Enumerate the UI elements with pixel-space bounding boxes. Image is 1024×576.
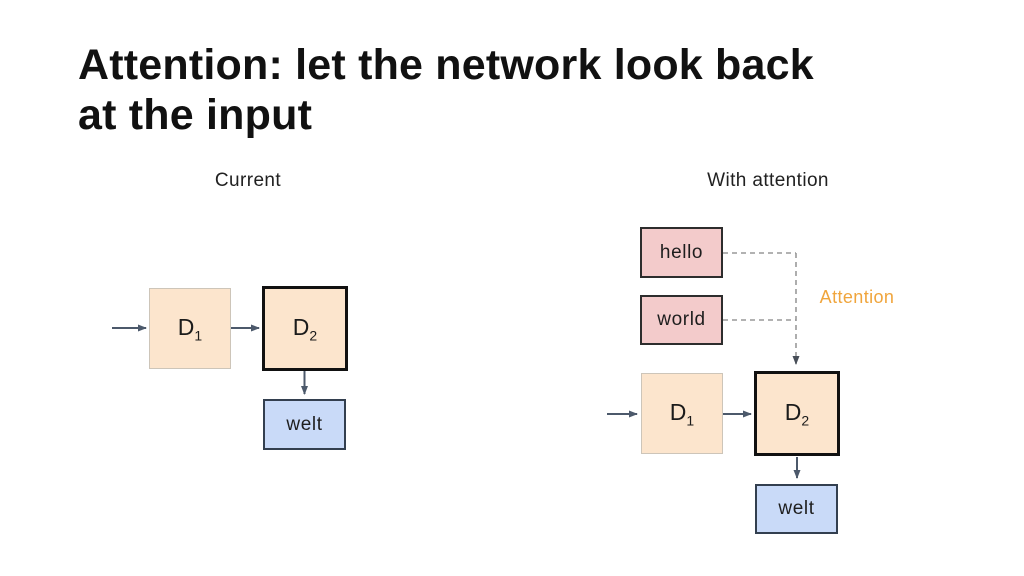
current-d1-box: D1 — [149, 288, 231, 369]
current-d1-label: D1 — [178, 314, 202, 344]
attention-input-hello-box: hello — [640, 227, 723, 278]
attention-d1-base: D — [669, 398, 687, 425]
slide-title-line2: at the input — [78, 91, 313, 139]
current-d1-base: D — [177, 313, 195, 340]
attention-d1-label: D1 — [670, 399, 694, 429]
attention-input-hello-label: hello — [659, 241, 704, 263]
slide-title: Attention: let the network look back at … — [78, 40, 814, 140]
attention-d1-box: D1 — [641, 373, 723, 454]
attention-d2-box: D2 — [754, 371, 840, 456]
current-section-label: Current — [214, 170, 282, 191]
attention-d2-label: D2 — [785, 399, 809, 429]
attention-annotation: Attention — [819, 287, 895, 307]
current-d2-box: D2 — [262, 286, 348, 371]
attention-input-world-label: world — [657, 309, 706, 330]
attention-output-box: welt — [755, 484, 838, 534]
current-d1-sub: 1 — [194, 327, 203, 344]
attention-input-world-box: world — [640, 295, 723, 345]
slide-title-line1: Attention: let the network look back — [78, 41, 814, 89]
current-d2-label: D2 — [293, 314, 317, 344]
attention-d2-base: D — [784, 398, 802, 425]
current-output-box: welt — [263, 399, 346, 450]
current-d2-base: D — [292, 313, 310, 340]
attention-output-label: welt — [778, 498, 815, 519]
current-d2-sub: 2 — [309, 327, 318, 344]
current-output-label: welt — [286, 413, 323, 435]
with-attention-section-label: With attention — [707, 170, 829, 191]
attention-d1-sub: 1 — [686, 412, 695, 429]
attention-d2-sub: 2 — [801, 412, 810, 429]
